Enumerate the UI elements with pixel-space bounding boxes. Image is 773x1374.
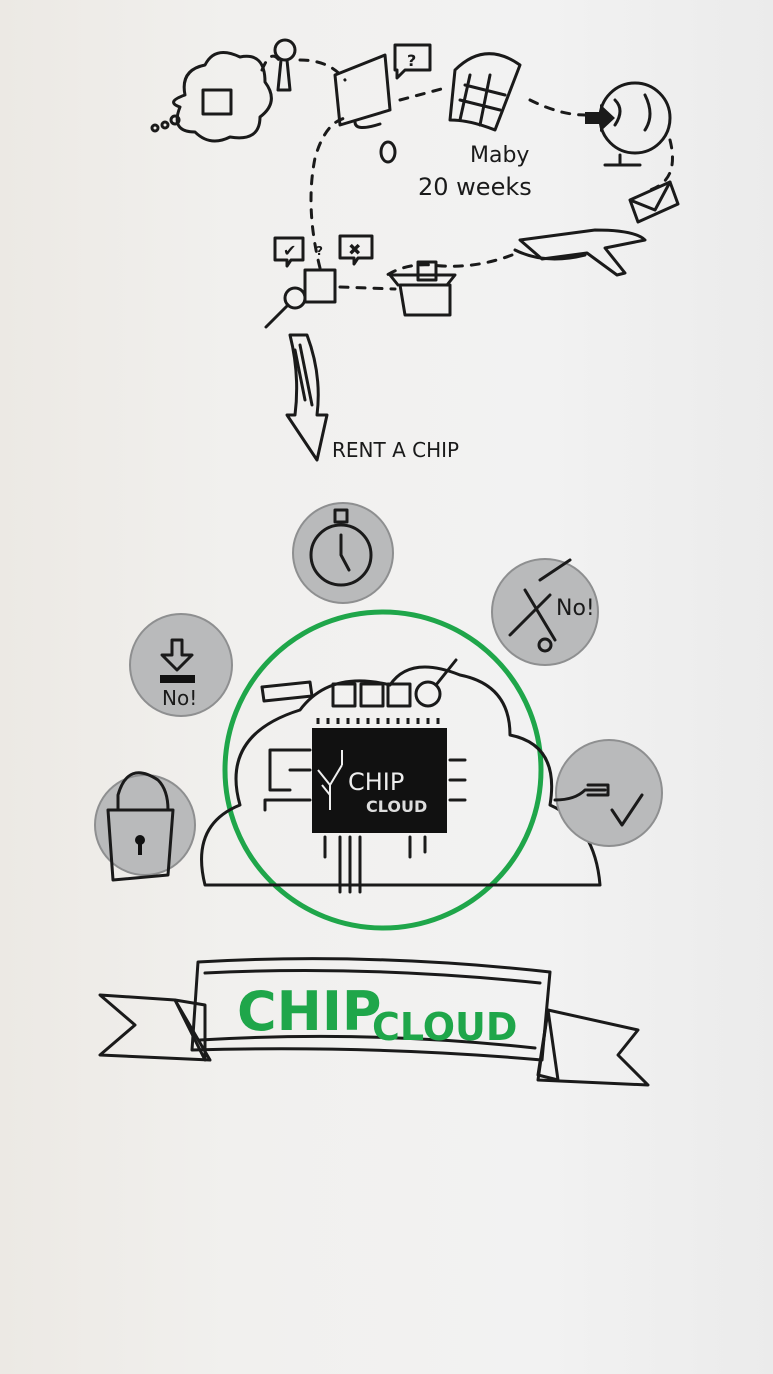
green-circle <box>222 609 544 931</box>
check-mark: ✔ <box>283 241 296 260</box>
thinking-cloud <box>150 51 273 143</box>
cable-check-icon <box>553 739 663 847</box>
chip-text-line1: CHIP <box>348 768 404 796</box>
no-download-label: No! <box>162 686 197 710</box>
chip-text-line2: CLOUD <box>366 797 427 816</box>
stopwatch-icon <box>292 502 394 604</box>
small-chips <box>331 658 458 708</box>
banner <box>98 957 650 1087</box>
plane-ship-icon <box>513 228 647 277</box>
globe-icon <box>585 81 672 167</box>
no-download-icon: No! <box>129 613 233 717</box>
no-tools-label: No! <box>556 596 595 621</box>
banner-text-chip: CHIP <box>237 980 382 1043</box>
banner-text-cloud: CLOUD <box>372 1005 517 1049</box>
search-icon <box>273 38 297 92</box>
duration-line1: Maby <box>470 143 529 168</box>
main-chip: CHIP CLOUD <box>263 718 467 894</box>
padlock-icon <box>94 771 196 882</box>
chip-review-icon: ✔ ✖ ? <box>264 234 374 329</box>
rent-a-chip-label: RENT A CHIP <box>332 438 459 462</box>
package-icon <box>388 260 457 317</box>
question-mark: ? <box>407 51 416 70</box>
computer-icon: ? <box>333 43 432 164</box>
label-tag <box>260 680 314 703</box>
calendar-icon <box>448 52 522 132</box>
no-tools-icon: No! <box>491 558 599 666</box>
review-question: ? <box>316 244 323 258</box>
duration-line2: 20 weeks <box>418 173 532 201</box>
mail-icon <box>628 180 680 224</box>
cross-mark: ✖ <box>348 240 361 259</box>
cloud-outline <box>200 665 602 887</box>
